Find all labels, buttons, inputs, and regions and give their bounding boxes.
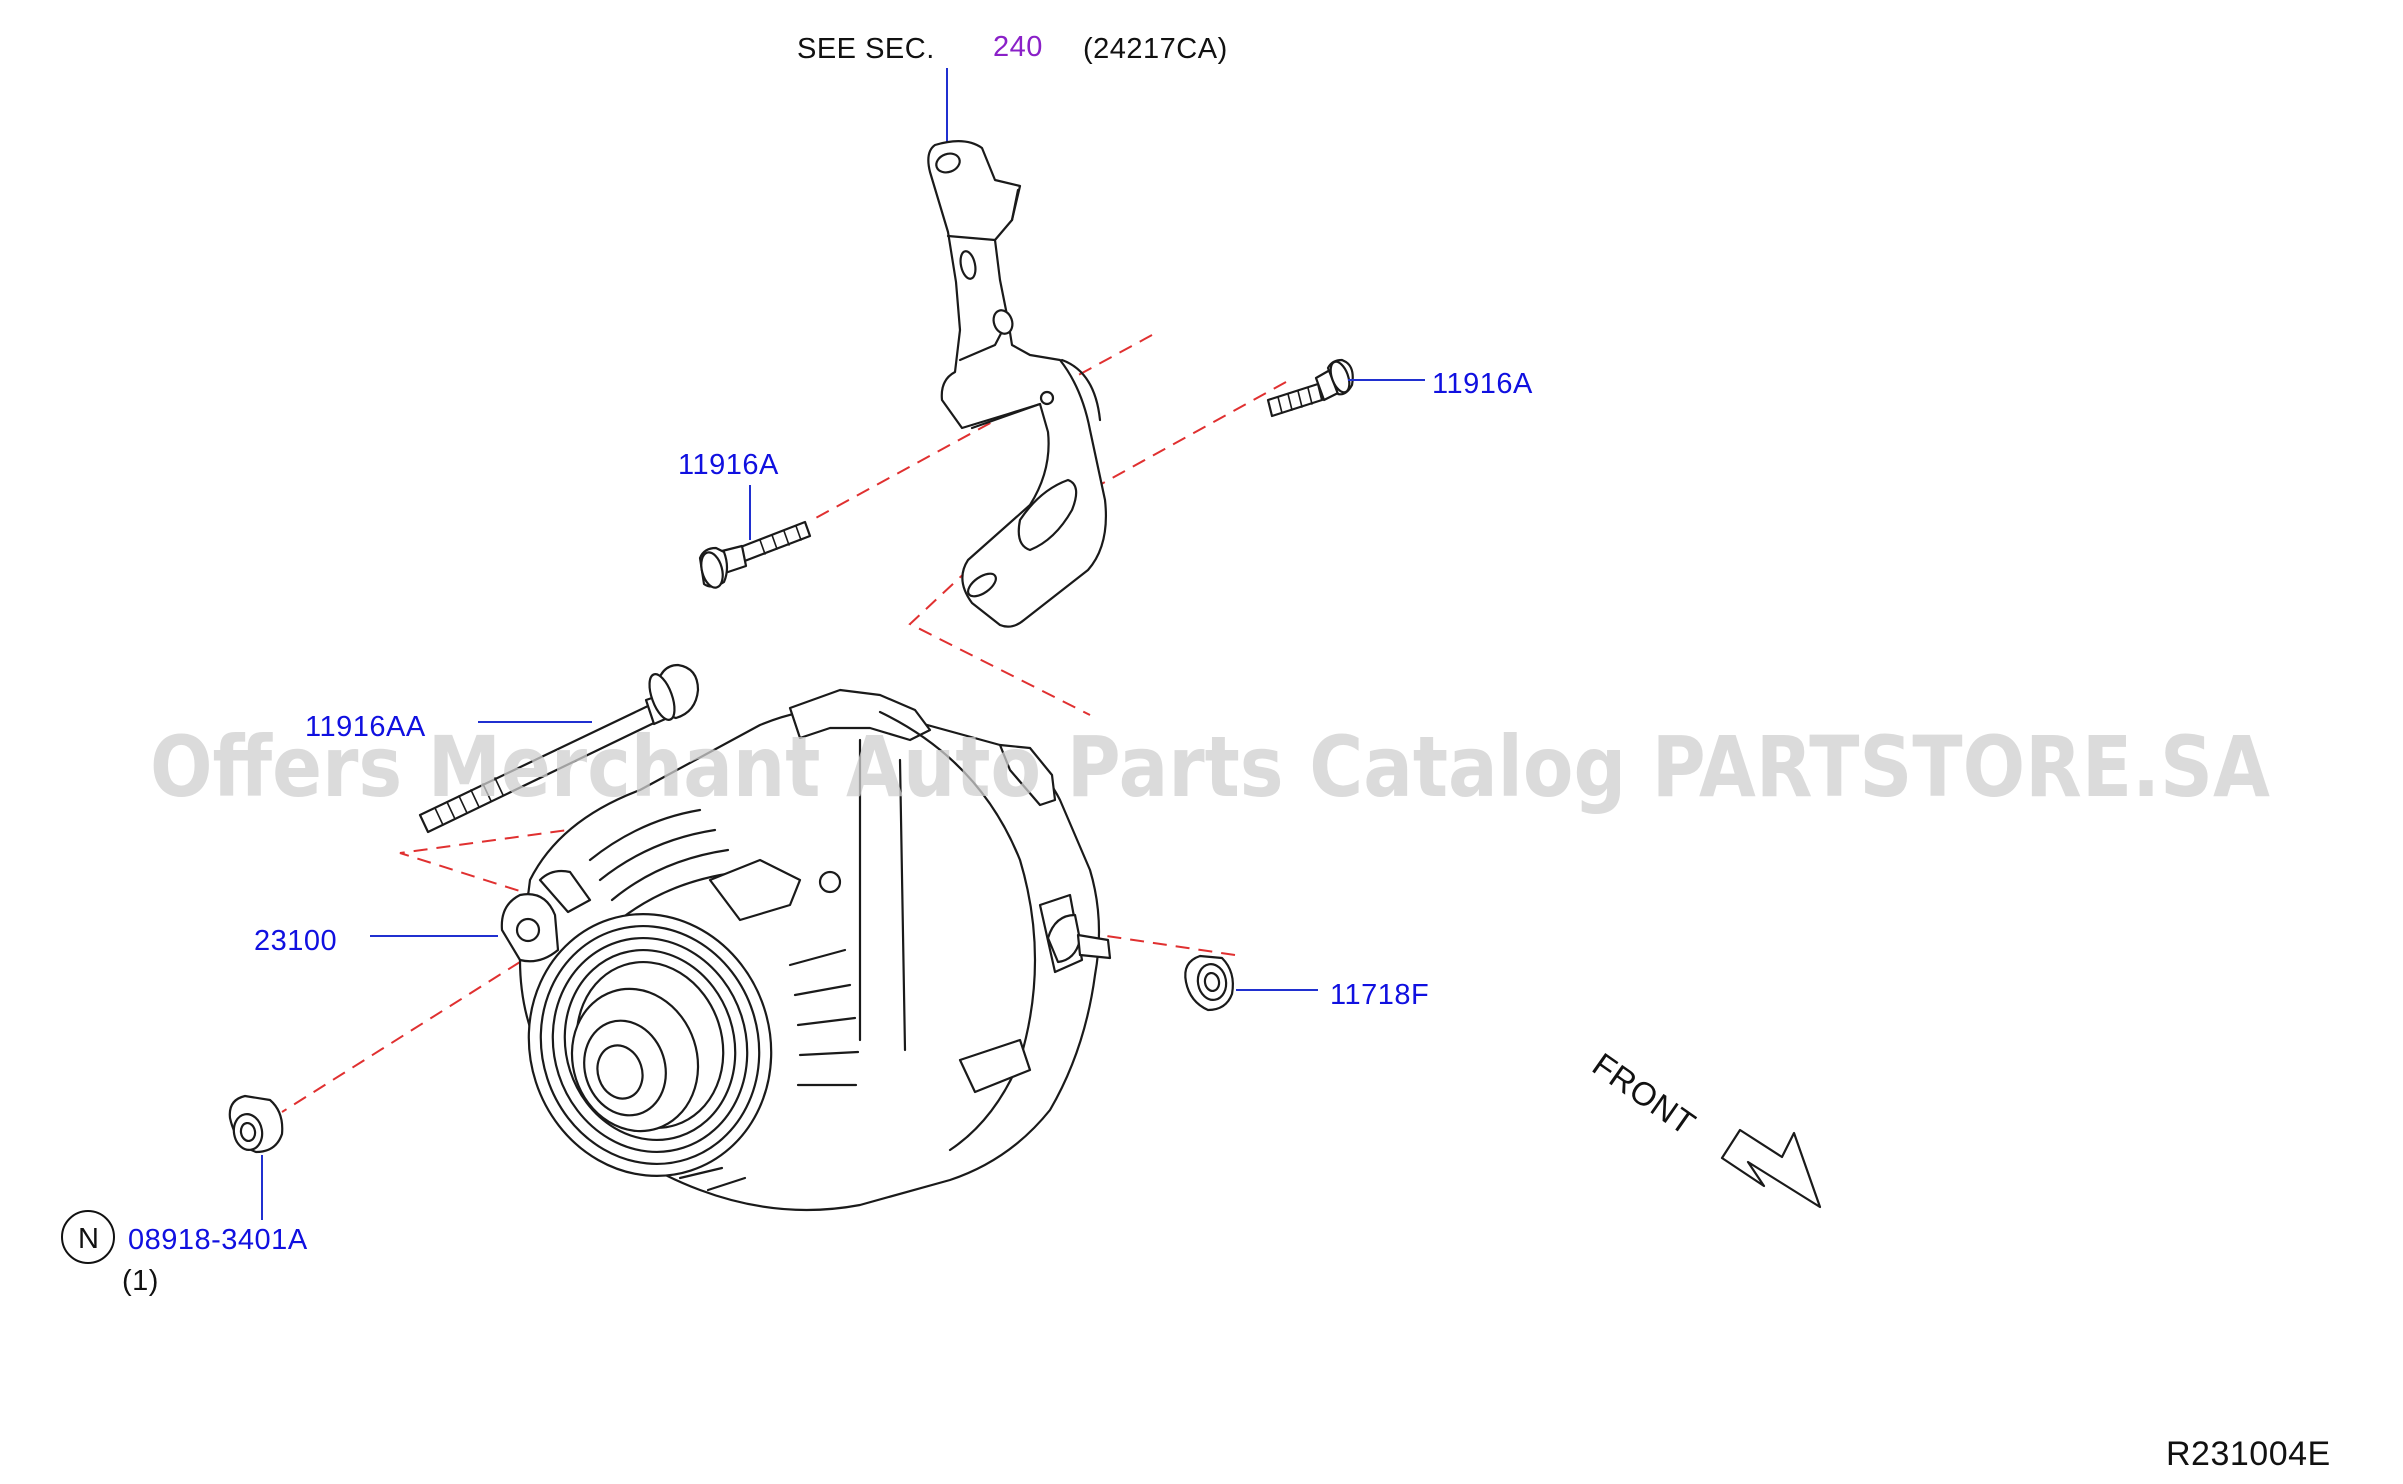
callout-alternator[interactable]: 23100	[254, 925, 337, 957]
bolt-upper-right[interactable]	[1266, 358, 1354, 418]
nut-marker-circle	[61, 1210, 115, 1264]
section-link[interactable]: 240	[993, 31, 1043, 63]
nut-lower[interactable]	[228, 1094, 284, 1154]
nut-terminal[interactable]	[1184, 954, 1234, 1012]
diagram-id: R231004E	[2166, 1435, 2331, 1473]
watermark: Offers Merchant Auto Parts Catalog PARTS…	[150, 718, 2270, 816]
callout-nut-terminal[interactable]: 11718F	[1330, 979, 1429, 1011]
callout-bolt-long[interactable]: 11916AA	[305, 711, 426, 743]
callout-bolt-upper-left[interactable]: 11916A	[678, 449, 779, 481]
bracket-part-number: (24217CA)	[1083, 33, 1228, 65]
callout-bolt-upper-right[interactable]: 11916A	[1432, 368, 1533, 400]
nut-marker-letter: N	[78, 1223, 99, 1255]
see-sec-prefix: SEE SEC.	[797, 33, 935, 65]
bolt-upper-left[interactable]	[698, 520, 812, 590]
bolt-long[interactable]	[418, 663, 700, 834]
alternator[interactable]	[495, 688, 1112, 1212]
callout-nut-lower[interactable]: 08918-3401A	[128, 1224, 308, 1256]
alternator-bracket[interactable]	[927, 140, 1107, 628]
front-arrow-icon	[1720, 1128, 1822, 1209]
quantity-note: (1)	[122, 1265, 159, 1297]
front-label: FRONT	[1586, 1045, 1702, 1142]
